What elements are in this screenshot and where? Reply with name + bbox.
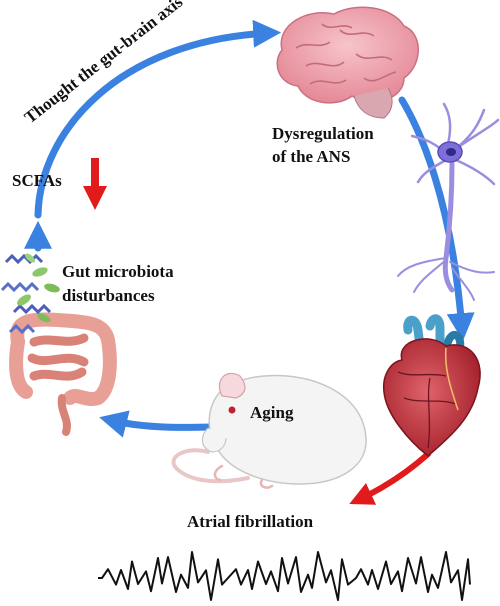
gut-microbiota-label-line1: Gut microbiota: [62, 262, 174, 281]
gut-brain-axis-label: Thought the gut-brain axis: [21, 0, 187, 127]
aging-label: Aging: [250, 403, 294, 422]
arrow-heart-to-af: [349, 451, 431, 505]
ans-label-line2: of the ANS: [272, 147, 350, 166]
heart-icon: [382, 314, 481, 457]
atrial-fibrillation-label: Atrial fibrillation: [187, 512, 314, 531]
neuron-icon: [397, 102, 500, 301]
scfas-decrease-arrow: [83, 158, 107, 210]
intestine-icon: [9, 312, 117, 436]
bacteria-icon: [0, 253, 60, 335]
rat-icon: [171, 372, 367, 489]
scfas-label: SCFAs: [12, 171, 62, 190]
gut-microbiota-label-line2: disturbances: [62, 286, 155, 305]
brain-icon: [276, 6, 419, 119]
arc-brain-to-heart: [398, 96, 475, 342]
arc-scfas-to-brain: [34, 19, 282, 219]
ans-label-line1: Dysregulation: [272, 124, 374, 143]
ecg-trace-icon: [98, 551, 471, 601]
